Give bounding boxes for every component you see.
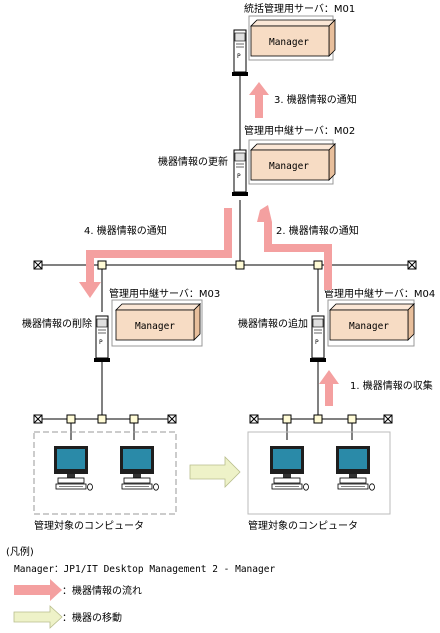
m04-manager-label: Manager (349, 321, 389, 332)
flow-arrow-step2 (257, 205, 332, 290)
right-computer-group (247, 431, 391, 515)
legend-manager-def: Manager：JP1/IT Desktop Management 2 - Ma… (14, 564, 275, 575)
server-m04 (309, 299, 415, 363)
left-computer-group (33, 431, 177, 515)
m04-server-icon (309, 315, 327, 363)
m03-note: 機器情報の削除 (22, 317, 92, 330)
right-pc-2 (335, 445, 375, 491)
m02-note: 機器情報の更新 (158, 155, 228, 168)
info-flow-arrows (79, 82, 339, 406)
m04-note: 機器情報の追加 (238, 317, 308, 330)
m03-manager-label: Manager (135, 321, 175, 332)
m01-label: 統括管理用サーバ：M01 (244, 2, 355, 15)
m02-label: 管理用中継サーバ：M02 (244, 124, 355, 137)
m01-server-icon (231, 29, 249, 77)
flow-step1-label: 1. 機器情報の収集 (350, 379, 433, 392)
m03-label: 管理用中継サーバ：M03 (109, 287, 220, 300)
flow-step4-label: 4. 機器情報の通知 (84, 224, 167, 237)
server-m01 (231, 15, 336, 77)
m03-server-icon (93, 315, 111, 363)
m02-manager-label: Manager (269, 161, 309, 172)
device-move-arrow (189, 456, 241, 488)
flow-arrow-step1 (319, 370, 339, 406)
left-pc-1 (53, 445, 93, 491)
flow-step3-label: 3. 機器情報の通知 (274, 93, 357, 106)
m04-label: 管理用中継サーバ：M04 (324, 287, 435, 300)
left-segment-nodes (33, 414, 177, 424)
flow-arrow-step3 (249, 82, 269, 118)
flow-arrow-step4 (79, 208, 232, 298)
flow-step2-label: 2. 機器情報の通知 (276, 224, 359, 237)
server-m03 (93, 299, 203, 363)
right-pc-1 (269, 445, 309, 491)
legend-flow-label: ：機器情報の流れ (62, 584, 142, 597)
legend-title: (凡例) (6, 545, 34, 558)
left-pc-2 (119, 445, 159, 491)
legend-move-label: ：機器の移動 (62, 611, 122, 624)
left-group-label: 管理対象のコンピュータ (34, 519, 144, 532)
m01-manager-label: Manager (269, 37, 309, 48)
legend-move-arrow (13, 605, 63, 629)
right-group-label: 管理対象のコンピュータ (248, 519, 358, 532)
right-segment-nodes (249, 414, 393, 424)
m02-server-icon (231, 149, 249, 197)
server-m02 (231, 139, 336, 197)
backbone-terminators (33, 260, 417, 270)
legend-flow-arrow (14, 579, 62, 601)
